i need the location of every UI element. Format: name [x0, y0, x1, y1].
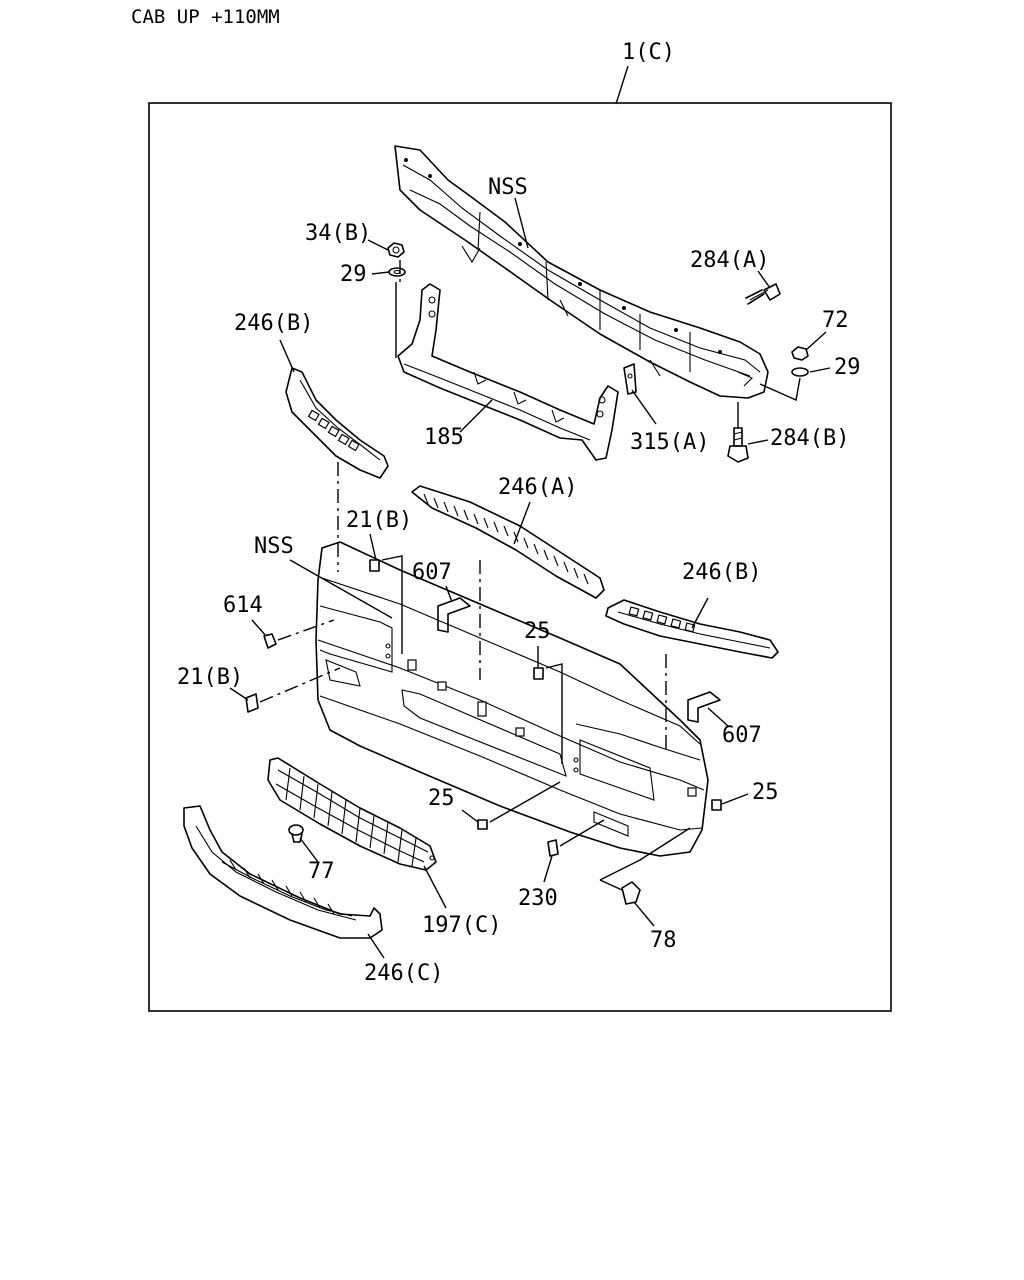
grommet-614 — [263, 633, 277, 649]
label-21b-upper: 21(B) — [346, 508, 412, 533]
label-185: 185 — [424, 425, 464, 450]
bumper-reinforcement — [394, 145, 769, 399]
label-25-left: 25 — [428, 786, 455, 811]
assembly-label: 1(C) — [622, 40, 675, 65]
label-72: 72 — [822, 308, 849, 333]
label-246c: 246(C) — [364, 961, 443, 986]
bolt-284a — [745, 283, 781, 305]
nut-34b — [387, 242, 405, 258]
assembly-leader — [615, 65, 629, 105]
clip-25-upper — [533, 667, 544, 680]
label-78: 78 — [650, 928, 677, 953]
clip-230 — [547, 839, 559, 857]
label-nss-top: NSS — [488, 175, 528, 200]
bracket-607-left — [437, 597, 471, 633]
washer-29-right — [791, 367, 809, 377]
clip-78 — [621, 881, 641, 905]
label-29-right: 29 — [834, 355, 861, 380]
clip-25-right — [711, 799, 722, 811]
label-25-upper: 25 — [524, 619, 551, 644]
diagram-frame — [148, 102, 892, 1012]
label-nss-bumper: NSS — [254, 534, 294, 559]
lower-grille-197c — [267, 757, 437, 871]
label-246b-upper: 246(B) — [234, 311, 313, 336]
header-title: CAB UP +110MM — [131, 6, 280, 28]
end-cap-246b-right — [605, 599, 779, 659]
label-77: 77 — [308, 859, 335, 884]
label-284b: 284(B) — [770, 426, 849, 451]
clip-25-left — [477, 819, 488, 830]
label-315a: 315(A) — [630, 430, 709, 455]
bolt-284b — [727, 427, 749, 463]
washer-29-left — [388, 267, 406, 277]
clip-21b-upper — [369, 559, 380, 572]
label-29-left: 29 — [340, 262, 367, 287]
stay-185 — [395, 282, 619, 461]
clip-77 — [288, 824, 304, 843]
bracket-315a — [623, 363, 637, 395]
nut-72 — [791, 346, 809, 361]
end-cap-246b-upper — [285, 367, 389, 479]
label-246b-right: 246(B) — [682, 560, 761, 585]
clip-21b-lower — [245, 693, 259, 713]
label-284a: 284(A) — [690, 248, 769, 273]
front-bumper — [315, 541, 709, 857]
label-34b: 34(B) — [305, 221, 371, 246]
label-607-left: 607 — [412, 560, 452, 585]
label-197c: 197(C) — [422, 913, 501, 938]
label-25-right: 25 — [752, 780, 779, 805]
label-21b-lower: 21(B) — [177, 665, 243, 690]
label-246a: 246(A) — [498, 475, 577, 500]
label-607-right: 607 — [722, 723, 762, 748]
label-230: 230 — [518, 886, 558, 911]
lower-trim-246c — [183, 805, 383, 939]
label-614: 614 — [223, 593, 263, 618]
bracket-607-right — [687, 691, 721, 723]
